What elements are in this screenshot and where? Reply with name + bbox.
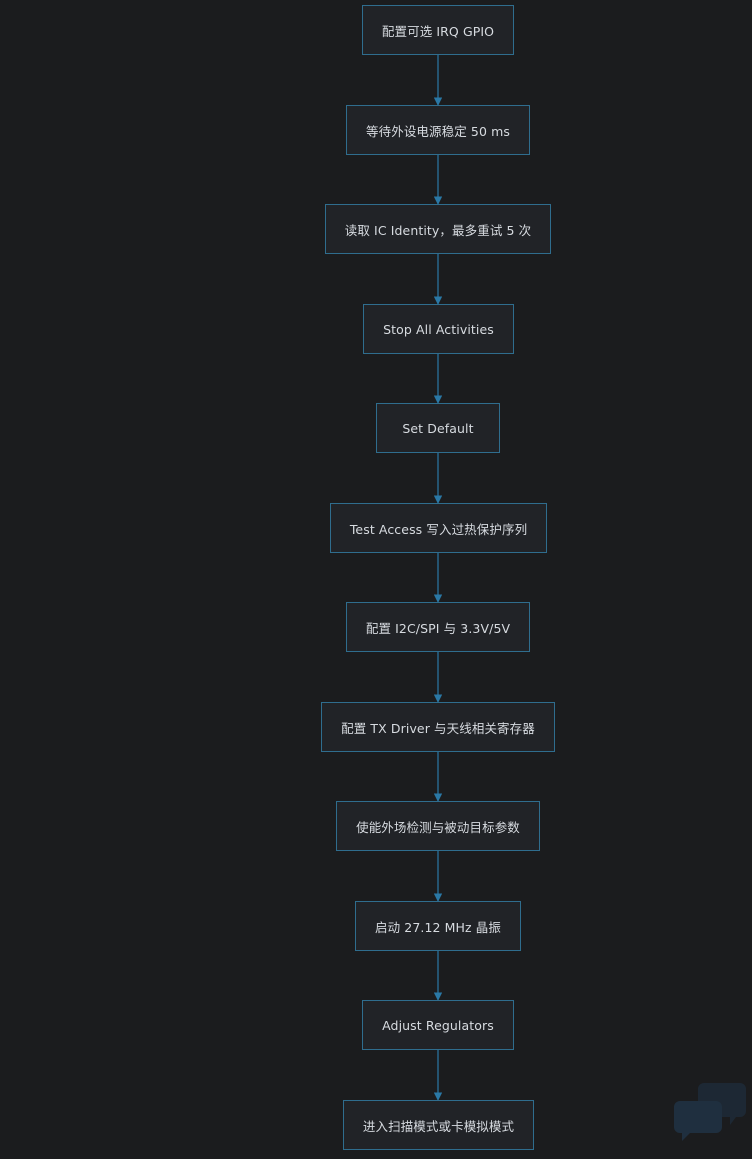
flow-step-3-node[interactable]: 读取 IC Identity，最多重试 5 次 [325,204,551,254]
flow-step-10-node[interactable]: 启动 27.12 MHz 晶振 [355,901,521,951]
flow-step-11-node[interactable]: Adjust Regulators [362,1000,514,1050]
flow-step-9-node[interactable]: 使能外场检测与被动目标参数 [336,801,540,851]
flow-step-5-node[interactable]: Set Default [376,403,500,453]
chat-bubble-watermark-icon [674,1083,746,1141]
flow-step-2-node[interactable]: 等待外设电源稳定 50 ms [346,105,530,155]
flow-step-7-node[interactable]: 配置 I2C/SPI 与 3.3V/5V [346,602,530,652]
flow-step-12-node[interactable]: 进入扫描模式或卡模拟模式 [343,1100,534,1150]
flow-step-8-node[interactable]: 配置 TX Driver 与天线相关寄存器 [321,702,555,752]
flow-step-1-node[interactable]: 配置可选 IRQ GPIO [362,5,514,55]
flow-step-6-node[interactable]: Test Access 写入过热保护序列 [330,503,547,553]
flow-step-4-node[interactable]: Stop All Activities [363,304,514,354]
